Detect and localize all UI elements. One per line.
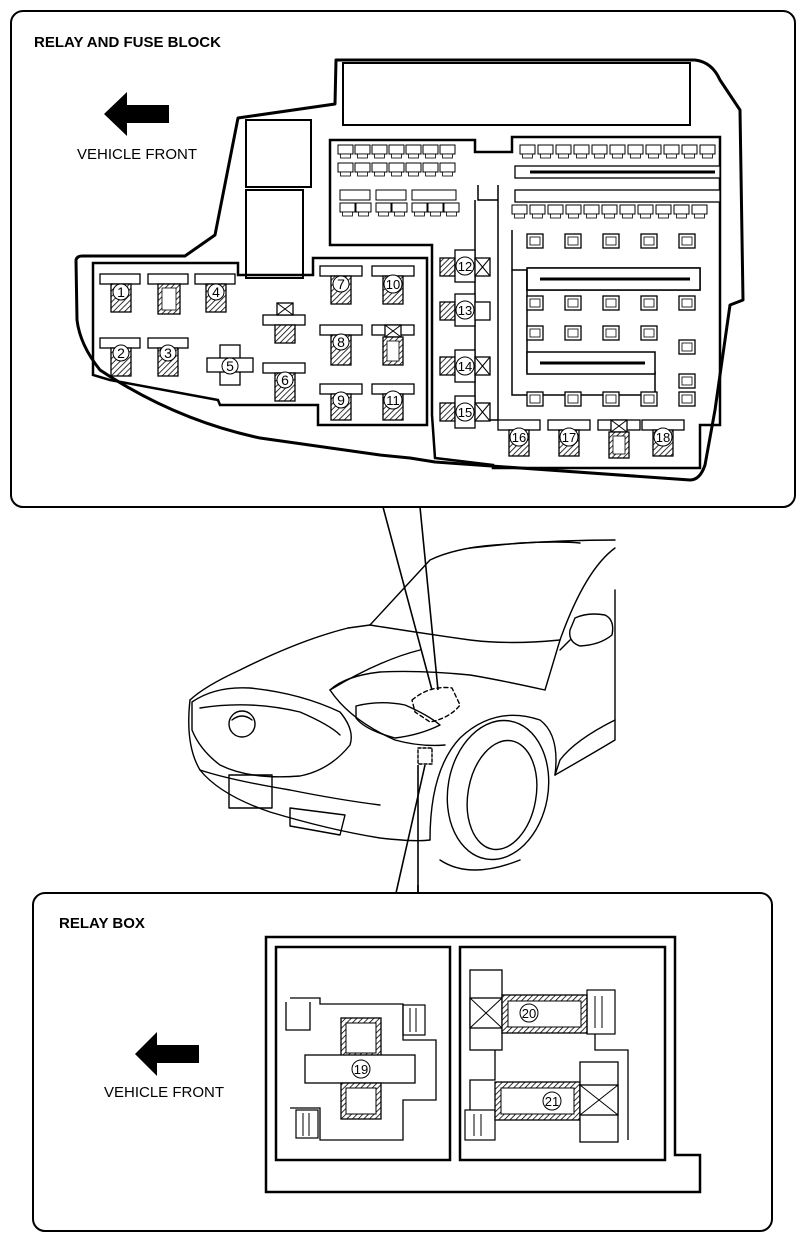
relay-position-3: 3 — [147, 337, 189, 377]
relay-label-20: 20 — [522, 1006, 536, 1021]
relay-position-20: 20 — [469, 969, 629, 1140]
relay-position-x-upper — [262, 302, 306, 344]
relay-position-4: 4 — [194, 273, 236, 313]
relay-position-x-bottom — [597, 419, 641, 459]
relay-label-3: 3 — [164, 345, 172, 361]
relay-label-14: 14 — [458, 359, 472, 374]
relay-position-1: 1 — [99, 273, 141, 313]
relay-label-15: 15 — [458, 405, 472, 420]
relay-position-13: 13 — [439, 293, 491, 327]
relay-position-7: 7 — [319, 265, 363, 305]
relay-position-19: 19 — [285, 997, 437, 1141]
relay-position-5: 5 — [206, 344, 254, 386]
relay-position-2: 2 — [99, 337, 141, 377]
relay-position-9: 9 — [319, 383, 363, 421]
large-relay-upper — [245, 119, 312, 188]
vehicle-front-arrow-icon — [104, 92, 169, 136]
large-relay-lower — [245, 189, 304, 279]
relay-label-11: 11 — [386, 393, 400, 408]
relay-label-17: 17 — [562, 430, 576, 445]
relay-position-21: 21 — [464, 1050, 619, 1143]
relay-box-panel: RELAY BOX VEHICLE FRONT 19 — [32, 892, 773, 1232]
relay-position-18: 18 — [641, 419, 685, 457]
relay-label-7: 7 — [337, 276, 345, 292]
relay-label-6: 6 — [281, 372, 289, 388]
relay-position-x-right — [371, 324, 415, 366]
relay-position-11: 11 — [371, 383, 415, 421]
relay-fuse-block-panel: RELAY AND FUSE BLOCK VEHICLE FRONT — [10, 10, 796, 508]
relay-label-4: 4 — [212, 284, 220, 300]
top-slot — [342, 62, 691, 126]
vehicle-front-label: VEHICLE FRONT — [104, 1084, 224, 1101]
relay-position-12: 12 — [439, 249, 491, 283]
relay-label-16: 16 — [512, 430, 526, 445]
relay-position-16: 16 — [497, 419, 541, 457]
relay-fuse-block-title: RELAY AND FUSE BLOCK — [34, 34, 221, 51]
relay-label-19: 19 — [354, 1062, 368, 1077]
leader-lines — [382, 506, 439, 894]
relay-position-14: 14 — [439, 349, 491, 383]
relay-label-12: 12 — [458, 259, 472, 274]
left-sub-block — [91, 256, 429, 427]
vehicle-illustration — [188, 539, 616, 871]
relay-label-18: 18 — [656, 430, 670, 445]
relay-label-10: 10 — [386, 277, 400, 292]
relay-label-21: 21 — [545, 1094, 559, 1109]
relay-box-title: RELAY BOX — [59, 915, 145, 932]
relay-label-8: 8 — [337, 334, 345, 350]
vehicle-front-arrow-icon — [135, 1032, 199, 1076]
relay-label-9: 9 — [337, 392, 345, 408]
right-sub-block — [328, 135, 722, 470]
relay-position-8: 8 — [319, 324, 363, 366]
fuse-row-b — [339, 189, 460, 217]
relay-position-17: 17 — [547, 419, 591, 457]
relay-position-6: 6 — [262, 362, 306, 402]
relay-position-10: 10 — [371, 265, 415, 305]
relay-label-1: 1 — [117, 284, 125, 300]
relay-position-blank-a — [147, 273, 189, 315]
vehicle-front-label: VEHICLE FRONT — [77, 146, 197, 163]
relay-label-5: 5 — [226, 358, 234, 374]
relay-label-2: 2 — [117, 345, 125, 361]
relay-label-13: 13 — [458, 303, 472, 318]
relay-position-15: 15 — [439, 395, 491, 429]
fuse-row-c — [511, 144, 721, 219]
